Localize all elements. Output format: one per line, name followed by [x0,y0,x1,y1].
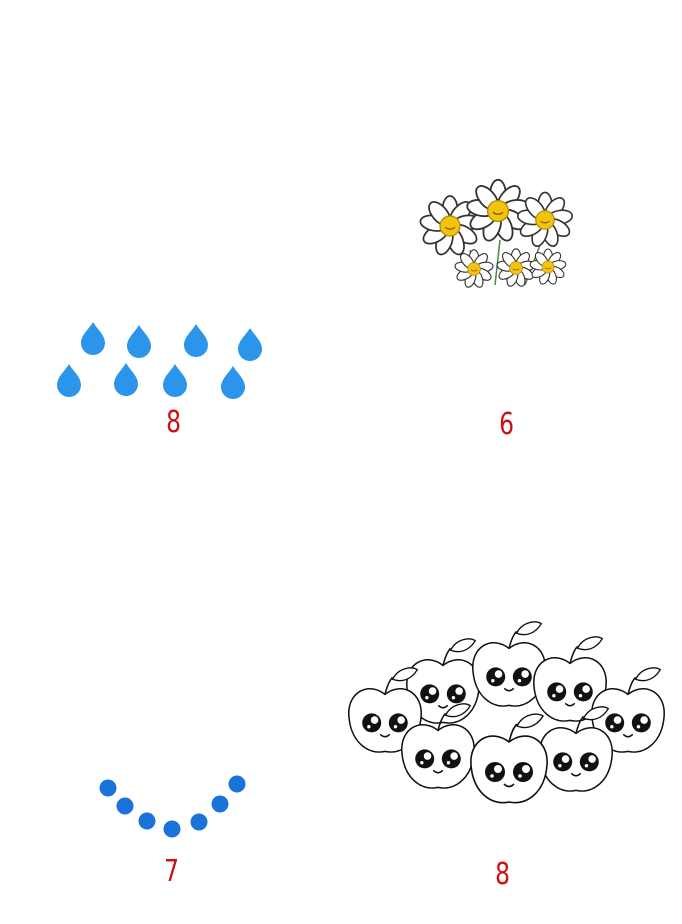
count-label: 8 [495,857,510,892]
dot-icon [99,779,117,797]
apple-icon [470,713,548,804]
count-label: 8 [166,405,181,440]
dot-icon [138,812,156,830]
dot-icon [228,775,246,793]
dot-icon [163,820,181,838]
count-label: 6 [499,407,514,442]
dot-icon [190,813,208,831]
count-label: 7 [164,854,179,889]
dot-icon [116,797,134,815]
dot-icon [211,795,229,813]
